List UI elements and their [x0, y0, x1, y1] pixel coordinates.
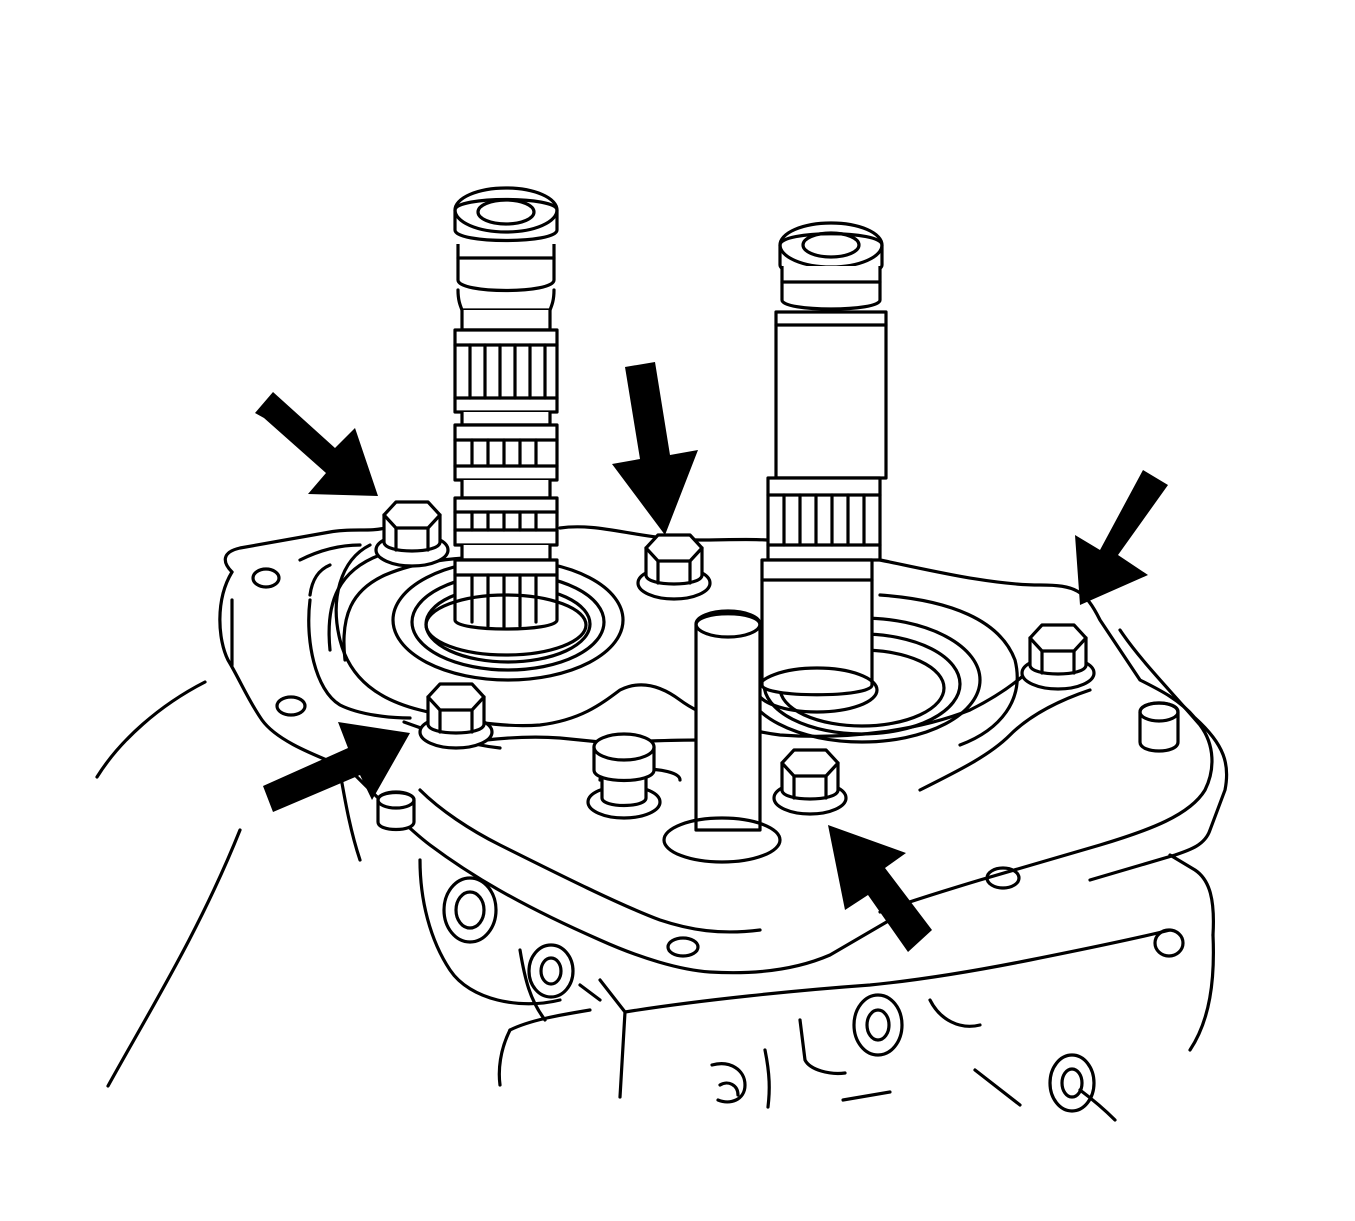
- case-hole: [985, 866, 1021, 890]
- bolt-icon: [418, 682, 494, 750]
- dowel-pin: [376, 790, 416, 832]
- transmission-case: [95, 525, 1229, 1122]
- arrow-icon: [1075, 470, 1168, 605]
- case-hole: [275, 695, 307, 717]
- output-shaft: [755, 221, 888, 714]
- arrow-icon: [263, 722, 410, 812]
- dowel-pin: [1138, 701, 1180, 753]
- case-left-wall: [218, 570, 352, 772]
- drain-plug: [586, 732, 662, 820]
- case-hole: [1153, 928, 1185, 958]
- shift-rail-pin: [662, 609, 782, 864]
- case-boss-inner: [865, 1008, 891, 1042]
- case-boss: [1048, 1053, 1096, 1113]
- case-boss-inner: [539, 956, 563, 986]
- bolt-icon: [772, 748, 848, 816]
- bolts: [374, 500, 1096, 820]
- case-boss-inner: [1060, 1067, 1084, 1099]
- case-boss: [852, 993, 904, 1057]
- case-boss-inner: [454, 890, 486, 930]
- case-boss: [442, 876, 498, 944]
- arrow-icon: [612, 362, 698, 535]
- bolt-icon: [374, 500, 450, 568]
- input-shaft: [424, 186, 588, 657]
- arrow-icon: [255, 392, 378, 496]
- case-hole: [666, 936, 700, 958]
- callout-arrows: [255, 362, 1168, 952]
- case-hole: [251, 567, 281, 589]
- bolt-icon: [1020, 623, 1096, 691]
- case-holes: [251, 567, 1185, 1113]
- case-boss: [527, 943, 575, 999]
- arrow-icon: [828, 825, 932, 952]
- gasket-outline: [298, 543, 1214, 914]
- bolt-icon: [636, 533, 712, 601]
